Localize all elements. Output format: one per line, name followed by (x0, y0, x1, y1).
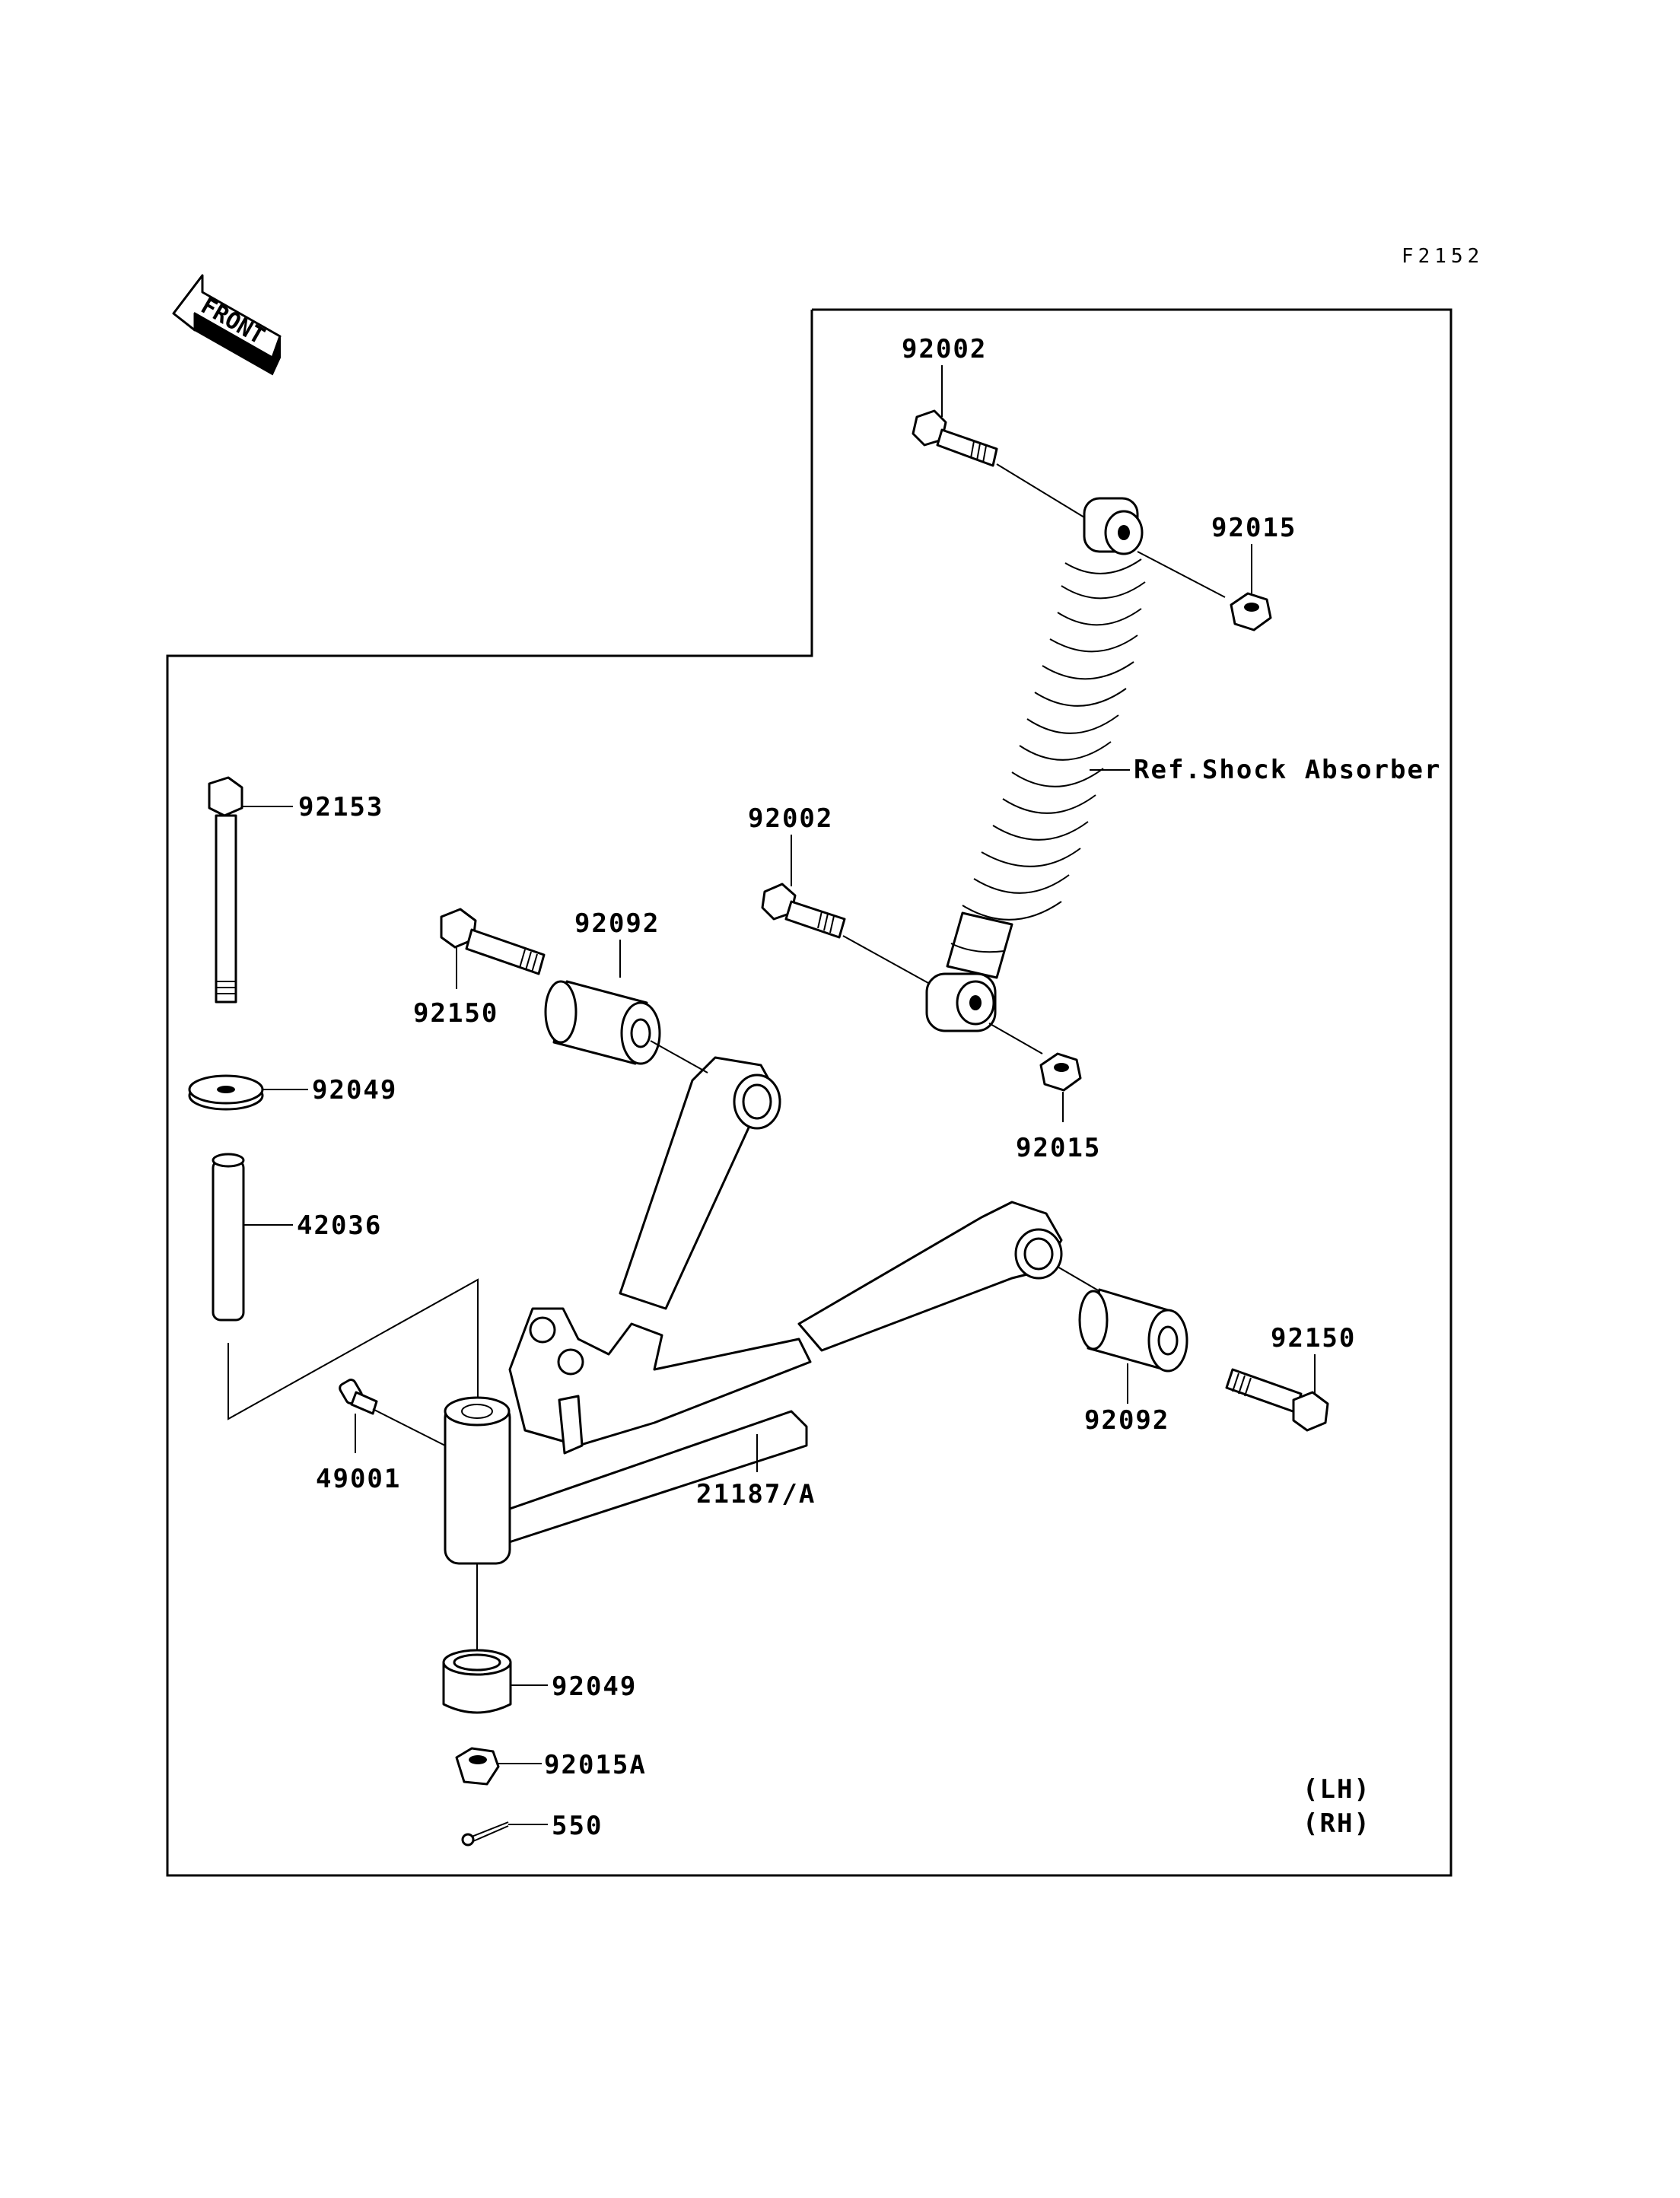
label-nut-upper-shock: 92015 (1211, 513, 1297, 543)
shock-absorber (925, 497, 1146, 1032)
label-washer-upper: 92049 (312, 1075, 397, 1105)
collar (212, 1153, 245, 1322)
nut-upper-shock (1230, 592, 1272, 631)
label-long-bolt: 92153 (298, 792, 383, 822)
bushing-right (1078, 1288, 1188, 1373)
bushing-left (544, 980, 661, 1065)
label-nut-lower: 92015A (544, 1750, 647, 1780)
nut-lower-shock (1039, 1052, 1082, 1092)
long-bolt (208, 776, 243, 1004)
label-bushing-right: 92092 (1084, 1405, 1169, 1436)
ref-shock-label: Ref.Shock Absorber (1134, 755, 1441, 785)
label-arm: 21187/A (696, 1479, 816, 1509)
nut-lower (455, 1747, 500, 1786)
label-nut-lower-shock: 92015 (1016, 1133, 1101, 1163)
boot-lower (442, 1649, 512, 1714)
side-rh-label: (RH) (1303, 1808, 1371, 1839)
bolt-lower-shock (761, 883, 846, 939)
front-arrow-icon: FRONT (172, 274, 282, 376)
diagram-code: F2152 (1402, 245, 1484, 268)
label-boot-lower: 92049 (552, 1672, 637, 1702)
label-bolt-lower-shock: 92002 (748, 803, 833, 834)
bolt-pivot-left (440, 908, 546, 975)
bolt-upper-shock (912, 409, 998, 467)
side-lh-label: (LH) (1303, 1774, 1371, 1805)
label-bolt-upper-shock: 92002 (902, 334, 987, 364)
label-bolt-pivot-right: 92150 (1271, 1323, 1356, 1353)
label-bushing-left: 92092 (574, 908, 660, 939)
a-arm (444, 1056, 1063, 1565)
frame-border (166, 308, 1452, 1877)
grease-fitting (339, 1379, 378, 1415)
cotter-pin (461, 1821, 509, 1847)
label-collar: 42036 (297, 1210, 382, 1241)
washer-upper (188, 1074, 264, 1111)
bolt-pivot-right (1225, 1368, 1329, 1432)
label-cotter-pin: 550 (552, 1811, 603, 1841)
label-bolt-pivot-left: 92150 (413, 998, 498, 1029)
label-grease-fitting: 49001 (316, 1464, 401, 1494)
